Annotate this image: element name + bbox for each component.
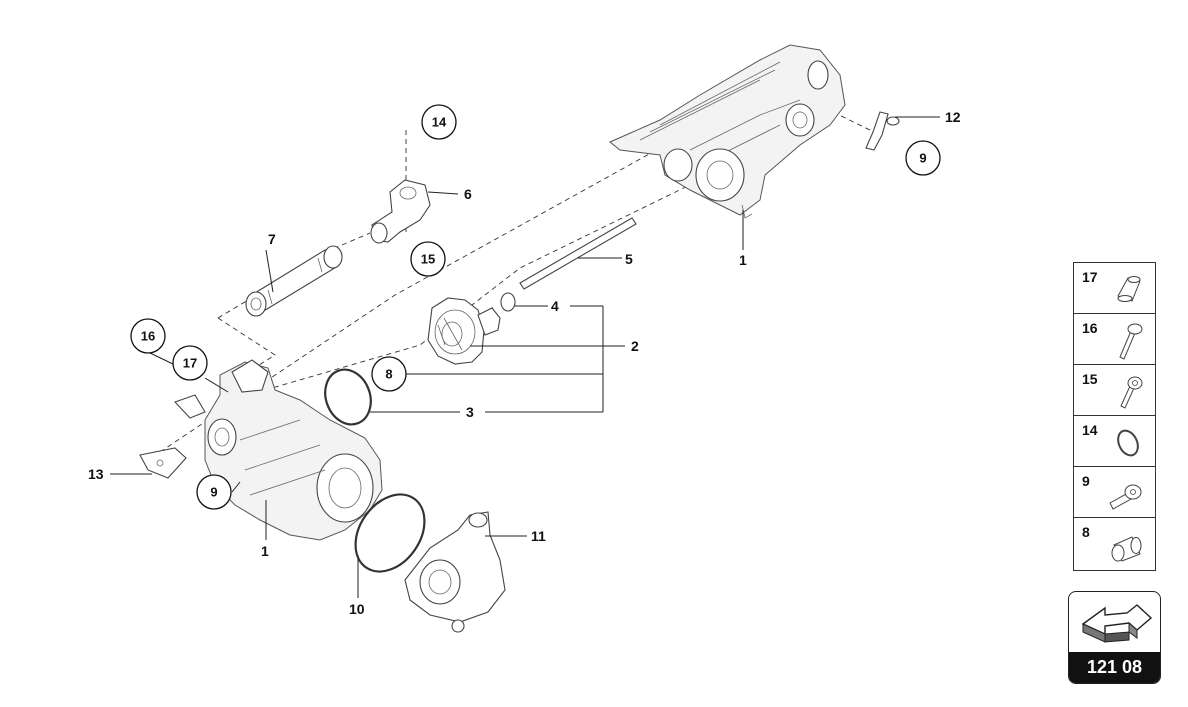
callout-14: 14 — [421, 104, 457, 140]
legend-item-8: 8 — [1074, 518, 1155, 569]
callout-8: 8 — [371, 356, 407, 392]
leader-lines — [110, 116, 940, 598]
plug-icon — [1117, 276, 1141, 302]
callout-15: 15 — [410, 241, 446, 277]
flange-screw-icon — [1109, 484, 1142, 510]
fitting-part-6 — [370, 179, 431, 244]
legend-number: 16 — [1082, 320, 1098, 336]
rod-part-5 — [519, 217, 637, 290]
label-13: 13 — [88, 466, 104, 482]
legend-item-15: 15 — [1074, 365, 1155, 416]
svg-text:15: 15 — [421, 252, 435, 267]
direction-arrow-icon — [1081, 604, 1153, 643]
callout-9-top: 9 — [905, 140, 941, 176]
callout-17: 17 — [172, 345, 208, 381]
pipe-part-7 — [245, 245, 343, 317]
page-reference-badge: 121 08 — [1068, 591, 1161, 684]
svg-text:8: 8 — [385, 367, 392, 382]
label-12: 12 — [945, 109, 961, 125]
label-7: 7 — [268, 231, 276, 247]
label-6: 6 — [464, 186, 472, 202]
legend-number: 17 — [1082, 269, 1098, 285]
legend-number: 15 — [1082, 371, 1098, 387]
o-ring-part-3 — [324, 368, 372, 426]
sleeve-icon — [1111, 536, 1142, 562]
legend-item-9: 9 — [1074, 467, 1155, 518]
label-1-bottom: 1 — [261, 543, 269, 559]
svg-text:9: 9 — [210, 485, 217, 500]
legend-number: 8 — [1082, 524, 1090, 540]
pump-flange-part-2 — [427, 297, 501, 365]
label-11: 11 — [531, 528, 546, 544]
bolt-icon — [1119, 323, 1143, 360]
o-ring-part-4 — [500, 292, 516, 312]
legend-item-16: 16 — [1074, 314, 1155, 365]
label-2: 2 — [631, 338, 639, 354]
legend-number: 9 — [1082, 473, 1090, 489]
callout-16: 16 — [130, 318, 166, 354]
screw-icon — [1120, 376, 1143, 409]
svg-text:14: 14 — [432, 115, 447, 130]
legend-item-17: 17 — [1074, 263, 1155, 314]
callout-9-left: 9 — [196, 474, 232, 510]
label-4: 4 — [551, 298, 559, 314]
o-ring-icon — [1117, 429, 1139, 457]
parts-legend: 17 16 15 14 9 8 — [1073, 262, 1156, 571]
label-5: 5 — [625, 251, 633, 267]
engine-housing-top — [609, 44, 846, 219]
label-3: 3 — [466, 404, 474, 420]
bracket-part-12 — [865, 111, 900, 151]
label-10: 10 — [349, 601, 365, 617]
pump-housing-bottom — [174, 359, 383, 541]
svg-text:17: 17 — [183, 356, 197, 371]
label-1-top: 1 — [739, 252, 747, 268]
thermostat-part-11 — [404, 511, 506, 633]
page-code: 121 08 — [1069, 652, 1160, 683]
gasket-part-10 — [354, 493, 426, 573]
legend-number: 14 — [1082, 422, 1098, 438]
legend-item-14: 14 — [1074, 416, 1155, 467]
svg-text:9: 9 — [919, 151, 926, 166]
bracket-part-13 — [139, 447, 187, 479]
svg-text:16: 16 — [141, 329, 155, 344]
